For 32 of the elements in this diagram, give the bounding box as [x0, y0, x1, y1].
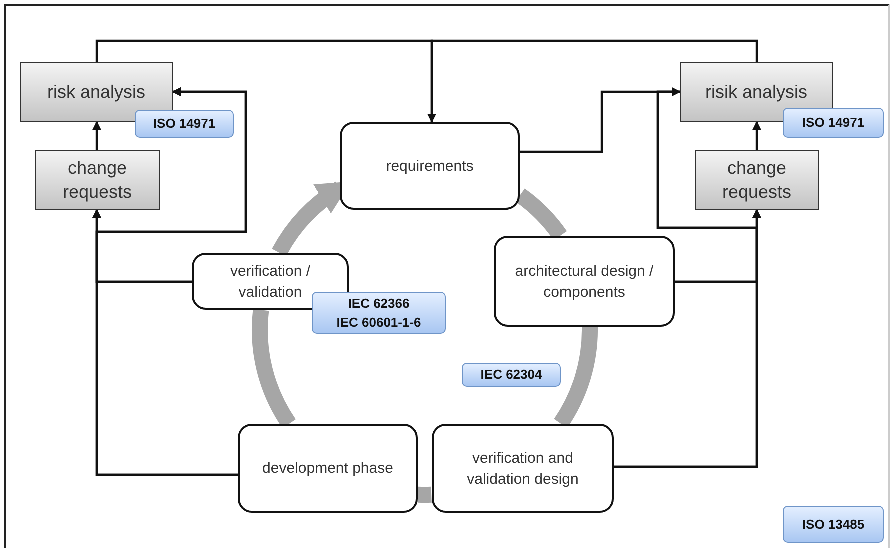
node-label: risk analysis: [47, 80, 146, 104]
standard-tag: [783, 506, 884, 543]
node-label: verification and validation design: [466, 448, 580, 490]
node-label: ISO 13485: [802, 516, 865, 534]
process-box: [432, 424, 614, 513]
standard-tag: [312, 292, 446, 334]
node-label: change requests: [62, 156, 134, 204]
node-label: risik analysis: [705, 80, 808, 104]
node-label: change requests: [721, 156, 793, 204]
connector-arrow: [614, 88, 758, 468]
node-label: requirements: [386, 156, 474, 176]
process-box: [35, 150, 160, 210]
node-label: development phase: [262, 459, 394, 479]
process-box: [340, 122, 520, 210]
node-label: architectural design / components: [514, 262, 655, 302]
connector-arrow: [428, 40, 758, 123]
connector-arrow: [752, 121, 762, 150]
connector-arrow: [92, 121, 102, 150]
process-box: [192, 253, 349, 310]
node-label: IEC 62366: [348, 294, 410, 312]
standard-tag: [462, 363, 561, 387]
node-label: ISO 14971: [802, 114, 865, 132]
standard-tag: [783, 108, 884, 138]
node-label: IEC 60601-1-6: [336, 314, 422, 332]
process-box: [494, 236, 675, 327]
connector-arrow: [96, 88, 248, 476]
node-label: ISO 14971: [153, 115, 216, 134]
node-label: verification / validation: [229, 262, 312, 302]
process-box: [238, 424, 418, 513]
standard-tag: [135, 110, 234, 138]
process-box: [695, 150, 819, 210]
node-label: IEC 62304: [480, 366, 542, 384]
